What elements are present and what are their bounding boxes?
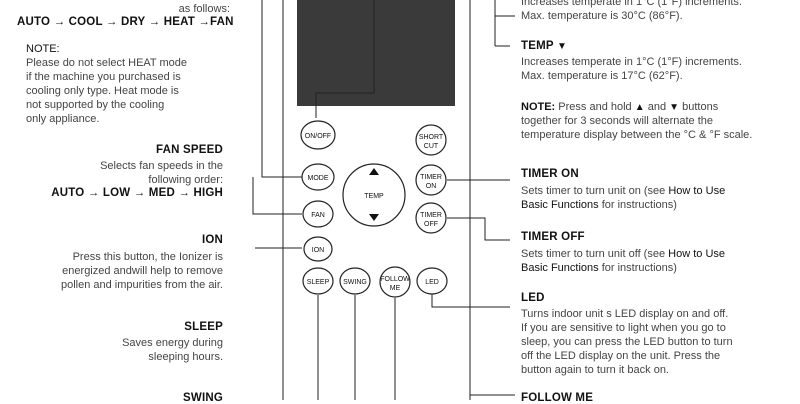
note-line-5: only appliance.	[26, 113, 100, 125]
down-triangle-icon: ▼	[669, 102, 680, 113]
led-line-4: off the LED display on the unit. Press t…	[521, 350, 721, 362]
note-line-2: if the machine you purchased is	[26, 71, 181, 83]
timer-off-title: TIMER OFF	[521, 231, 585, 243]
timer-off-link-2[interactable]: Basic Functions	[521, 262, 599, 274]
remote-display-screen	[297, 0, 455, 106]
sleep-title: SLEEP	[184, 321, 223, 333]
swing-button[interactable]: SWING	[339, 267, 371, 295]
mode-sequence: AUTO → COOL → DRY → HEAT →FAN	[17, 16, 234, 28]
ion-line-3: pollen and impurities from the air.	[60, 279, 223, 291]
fan-speed-title: FAN SPEED	[156, 144, 223, 156]
mode-label: MODE	[308, 175, 329, 182]
timer-off-button[interactable]: TIMER OFF	[415, 202, 447, 234]
cut-label: CUT	[424, 143, 439, 150]
sleep-button[interactable]: SLEEP	[302, 267, 334, 295]
temp-note-and: and	[647, 101, 667, 113]
ion-title: ION	[201, 234, 223, 246]
on-off-button[interactable]: ON/OFF	[300, 120, 336, 150]
timer-on-text-b: for instructions)	[601, 199, 677, 211]
led-button[interactable]: LED	[416, 267, 448, 295]
fan-label: FAN	[311, 212, 325, 219]
timer-on-text-a: Sets timer to turn unit on (see	[521, 185, 666, 197]
fan-speed-line-1: Selects fan speeds in the	[100, 160, 223, 172]
follow-label: FOLLOW	[380, 276, 410, 283]
temp-down-title: TEMP ▼	[521, 40, 567, 52]
fan-button[interactable]: FAN	[302, 200, 334, 228]
led-title: LED	[521, 292, 545, 304]
mode-button[interactable]: MODE	[301, 163, 335, 191]
leader-mode	[261, 0, 302, 178]
ion-label: ION	[312, 247, 324, 254]
timer-on-title: TIMER ON	[521, 168, 579, 180]
timer-off-label-1: TIMER	[420, 212, 442, 219]
timer-on-line-2: Basic Functions for instructions)	[521, 198, 677, 212]
temp-down-line-1: Increases temperate in 1°C (1°F) increme…	[521, 56, 742, 68]
short-label: SHORT	[419, 134, 444, 141]
swing-title: SWING	[183, 392, 223, 404]
leader-timer-off	[447, 217, 510, 241]
temp-down-line-2: Max. temperature is 17°C (62°F).	[521, 70, 683, 82]
note-line-4: not supported by the cooling	[26, 99, 165, 111]
ion-line-1: Press this button, the Ionizer is	[72, 251, 223, 263]
follow-me-title: FOLLOW ME	[521, 392, 594, 404]
timer-off-label-2: OFF	[424, 221, 438, 228]
temp-up-line-1: Increases temperate in 1°C (1°F) increme…	[521, 0, 742, 8]
fan-speed-sequence: AUTO → LOW → MED → HIGH	[51, 187, 223, 199]
temp-note-text-a: Press and hold	[558, 101, 632, 113]
led-line-2: If you are sensitive to light when you g…	[521, 322, 726, 334]
temp-label: TEMP	[364, 193, 384, 200]
temp-note-line-2: together for 3 seconds will alternate th…	[521, 115, 714, 127]
led-line-5: button again to turn it back on.	[521, 364, 669, 376]
up-triangle-icon: ▲	[634, 102, 645, 113]
timer-off-line-2: Basic Functions for instructions)	[521, 261, 677, 275]
timer-off-text-b: for instructions)	[601, 262, 677, 274]
leader-temp-up	[494, 0, 515, 17]
me-label: ME	[390, 285, 401, 292]
note-line-1: Please do not select HEAT mode	[26, 57, 188, 69]
temp-up-arrow-icon	[369, 168, 379, 175]
swing-label: SWING	[343, 279, 367, 286]
timer-on-link-1[interactable]: How to Use	[668, 185, 726, 197]
temp-note-text-b: buttons	[682, 101, 719, 113]
timer-off-line-1: Sets timer to turn unit off (see How to …	[521, 247, 725, 261]
follow-me-button[interactable]: FOLLOW ME	[379, 266, 411, 298]
temp-note-line-1: NOTE: Press and hold ▲ and ▼ buttons	[521, 100, 718, 115]
timer-off-text-a: Sets timer to turn unit off (see	[521, 248, 666, 260]
leader-led	[431, 290, 510, 308]
timer-on-link-2[interactable]: Basic Functions	[521, 199, 599, 211]
led-label: LED	[425, 279, 439, 286]
mode-tail-text: as follows:	[178, 3, 230, 15]
ion-line-2: energized andwill help to remove	[62, 265, 223, 277]
note-heading: NOTE:	[26, 43, 60, 55]
temp-down-arrow-icon	[369, 214, 379, 221]
ion-button[interactable]: ION	[303, 236, 333, 262]
sleep-line-2: sleeping hours.	[148, 351, 223, 363]
temp-note-line-3: temperature display between the °C & °F …	[521, 129, 753, 141]
note-line-3: cooling only type. Heat mode is	[26, 85, 179, 97]
led-line-1: Turns indoor unit s LED display on and o…	[521, 308, 729, 320]
temp-button[interactable]: TEMP	[342, 163, 406, 227]
timer-on-label-1: TIMER	[420, 174, 442, 181]
timer-on-label-2: ON	[426, 183, 437, 190]
short-cut-button[interactable]: SHORT CUT	[415, 124, 447, 156]
on-off-label: ON/OFF	[305, 133, 331, 140]
leader-on-off	[315, 0, 375, 118]
sleep-line-1: Saves energy during	[122, 337, 223, 349]
temp-up-line-2: Max. temperature is 30°C (86°F).	[521, 10, 683, 22]
leader-fan	[252, 177, 302, 215]
timer-on-button[interactable]: TIMER ON	[415, 164, 447, 196]
timer-off-link-1[interactable]: How to Use	[668, 248, 726, 260]
temp-down-arrow-text-icon: ▼	[556, 41, 568, 52]
led-line-3: sleep, you can press the LED button to t…	[521, 336, 733, 348]
sleep-label: SLEEP	[307, 279, 330, 286]
timer-on-line-1: Sets timer to turn unit on (see How to U…	[521, 184, 725, 198]
fan-speed-line-2: following order:	[148, 174, 223, 186]
temp-down-title-text: TEMP	[521, 40, 554, 52]
temp-note-label: NOTE:	[521, 101, 556, 113]
